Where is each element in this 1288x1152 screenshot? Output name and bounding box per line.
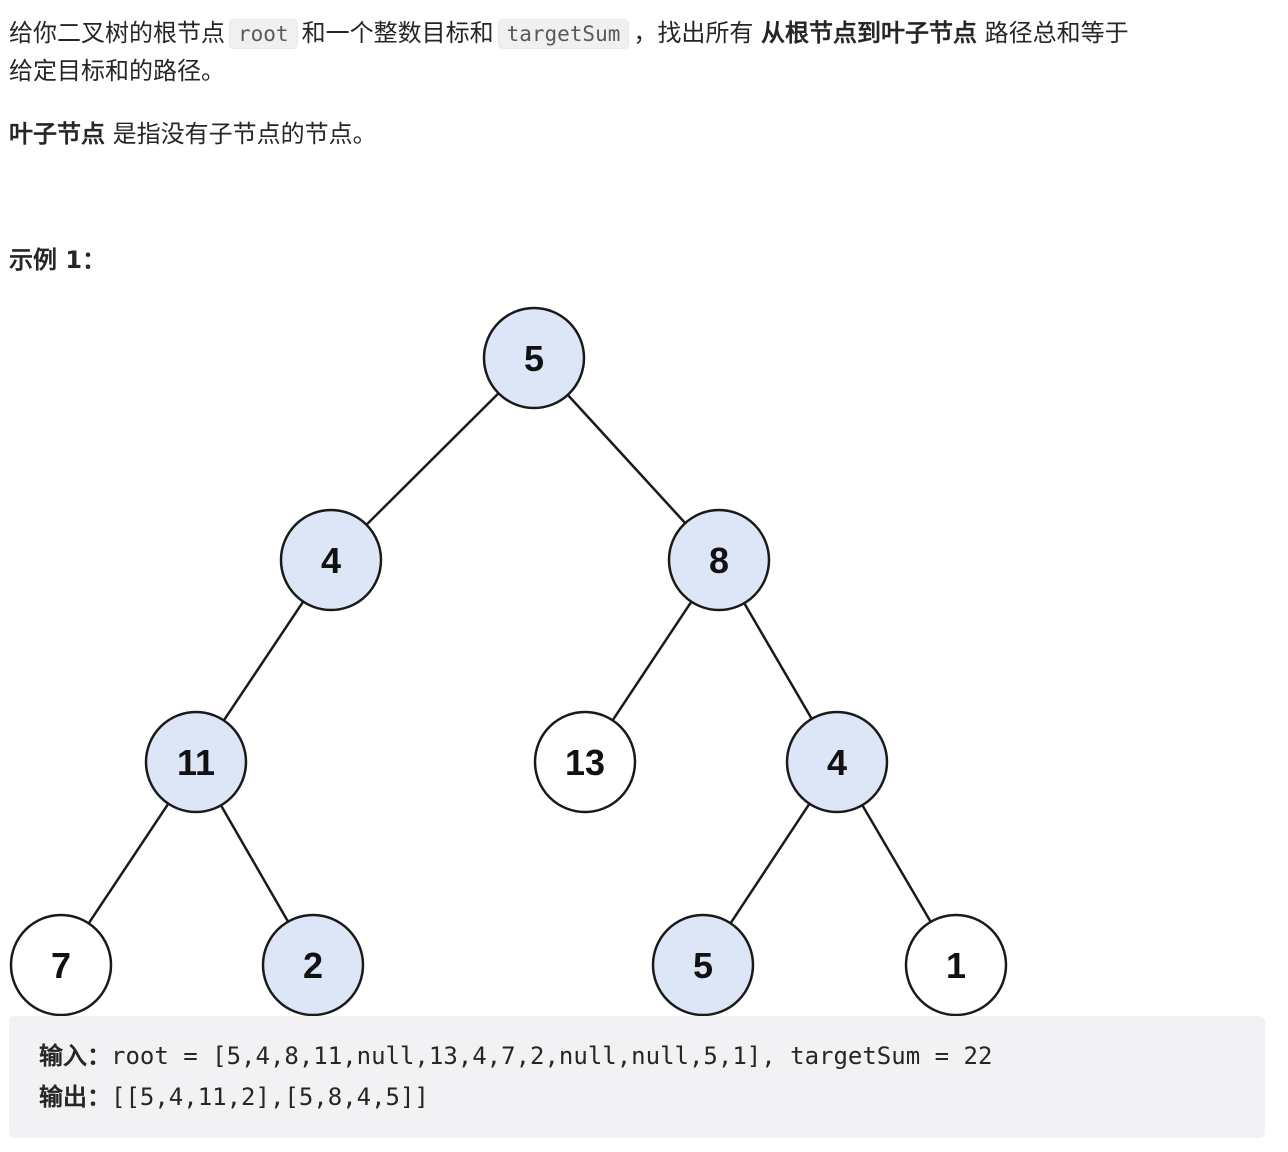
tree-node-value: 1: [946, 945, 966, 986]
tree-node-value: 11: [177, 742, 215, 783]
leaf-definition: 叶子节点 是指没有子节点的节点。: [9, 116, 377, 153]
tree-node-circle: [533, 710, 637, 814]
tree-node-n8: 8: [667, 508, 771, 612]
tree-edge-n4-n11: [222, 600, 305, 722]
tree-node-value: 7: [51, 945, 71, 986]
tree-node-n4b: 4: [785, 710, 889, 814]
tree-edge-n5-n8: [566, 394, 687, 524]
code-root: root: [229, 19, 298, 49]
tree-node-value: 5: [693, 945, 713, 986]
tree-edge-n4b-n5b: [729, 803, 811, 924]
tree-node-circle: [261, 913, 365, 1017]
tree-edge-n5-n4: [365, 392, 500, 526]
tree-node-n5b: 5: [651, 913, 755, 1017]
input-label: 输入：: [39, 1042, 111, 1070]
desc-text-d: 路径总和等于: [984, 19, 1129, 47]
tree-node-n1: 1: [904, 913, 1008, 1017]
tree-node-circle: [482, 306, 586, 410]
tree-node-n11: 11: [144, 710, 248, 814]
desc-text-b: 和一个整数目标和: [301, 19, 494, 47]
desc-text-c: ，找出所有: [633, 19, 754, 47]
desc-text-e: 给定目标和的路径。: [9, 57, 225, 85]
leaf-bold: 叶子节点: [9, 120, 105, 148]
tree-edge-n11-n7: [87, 802, 170, 925]
input-value: root = [5,4,8,11,null,13,4,7,2,null,null…: [111, 1042, 993, 1070]
tree-node-circle: [667, 508, 771, 612]
tree-node-value: 2: [303, 945, 323, 986]
tree-node-circle: [904, 913, 1008, 1017]
code-targetsum: targetSum: [497, 19, 630, 49]
tree-node-value: 13: [565, 742, 605, 783]
tree-node-value: 4: [321, 540, 341, 581]
tree-node-circle: [279, 508, 383, 612]
tree-node-value: 4: [827, 742, 847, 783]
desc-bold: 从根节点到叶子节点: [761, 19, 978, 47]
desc-text-a: 给你二叉树的根节点: [9, 19, 225, 47]
output-label: 输出：: [39, 1083, 111, 1111]
example-heading: 示例 1：: [9, 246, 107, 274]
tree-edge-n8-n4b: [743, 602, 813, 720]
tree-node-n13: 13: [533, 710, 637, 814]
tree-edge-n11-n2: [219, 804, 290, 923]
tree-node-circle: [144, 710, 248, 814]
tree-node-n7: 7: [9, 913, 113, 1017]
tree-node-circle: [651, 913, 755, 1017]
tree-node-value: 5: [524, 338, 544, 379]
tree-node-value: 8: [709, 540, 729, 581]
tree-node-n4: 4: [279, 508, 383, 612]
binary-tree-diagram: 5 4 8 11 13 4 7 2 5 1: [9, 306, 1008, 1017]
tree-edge-n8-n13: [611, 600, 693, 722]
output-value: [[5,4,11,2],[5,8,4,5]]: [111, 1083, 429, 1111]
tree-node-n2: 2: [261, 913, 365, 1017]
tree-edge-n4b-n1: [861, 804, 932, 923]
tree-node-circle: [9, 913, 113, 1017]
tree-node-circle: [785, 710, 889, 814]
leaf-text: 是指没有子节点的节点。: [112, 120, 377, 148]
example-code-block: 输入：root = [5,4,8,11,null,13,4,7,2,null,n…: [9, 1016, 1265, 1138]
tree-node-n5: 5: [482, 306, 586, 410]
